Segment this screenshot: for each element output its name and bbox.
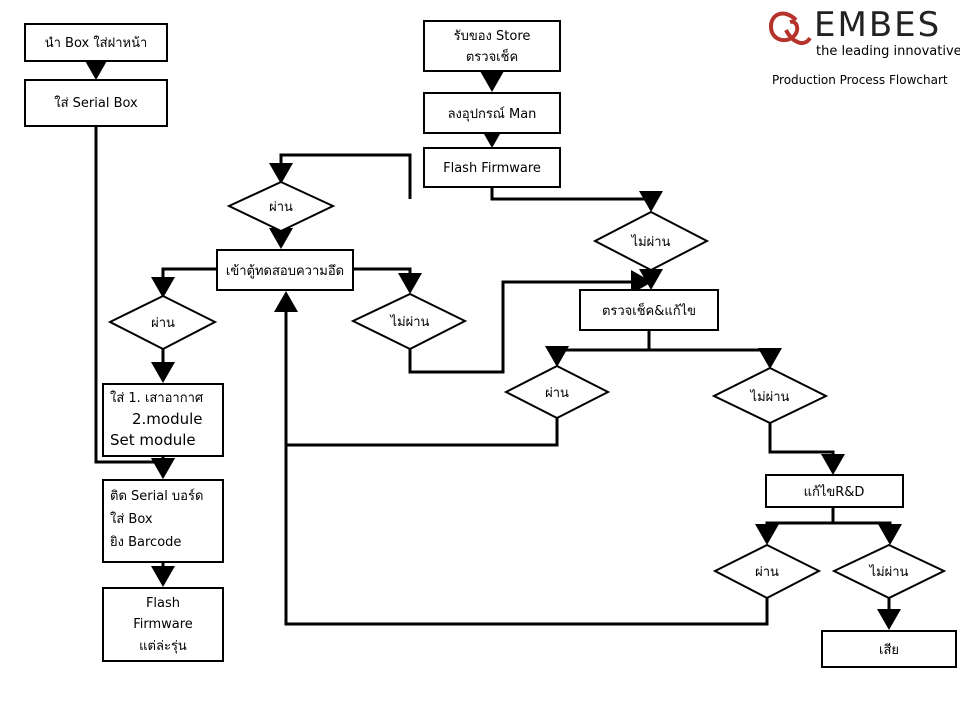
node-receive-store: รับของ Store ตรวจเช็ค — [423, 20, 561, 72]
edge-rndpass-loop — [284, 445, 769, 626]
node-broken-label: เสีย — [879, 642, 899, 658]
node-burn-in-label: เข้าตู้ทดสอบความอึด — [226, 264, 344, 279]
edge-rnd-fail — [833, 521, 902, 545]
node-pass-check-label: ผ่าน — [545, 386, 569, 401]
node-fail-top-right: ไม่ผ่าน — [592, 210, 710, 272]
node-install-line-1: ใส่ 1. เสาอากาศ — [110, 390, 204, 406]
node-pass-left-mid-label: ผ่าน — [151, 316, 175, 331]
node-flash-bottom: Flash Firmware แต่ล่ะรุ่น — [102, 587, 224, 662]
node-serial-board-line-2: ใส่ Box — [110, 511, 153, 527]
edge-check-fail — [649, 348, 782, 369]
node-pass-left-top: ผ่าน — [226, 180, 336, 233]
node-mount-equipment: ลงอุปกรณ์ Man — [423, 92, 561, 134]
node-pass-rnd: ผ่าน — [712, 543, 822, 600]
node-receive-store-line-2: ตรวจเช็ค — [466, 47, 518, 65]
edge-flash-fail — [490, 187, 663, 212]
node-insert-box-label: นำ Box ใส่ฝาหน้า — [45, 35, 148, 51]
node-rnd-fix: แก้ไขR&D — [765, 474, 904, 508]
edge-fail-rnd — [768, 423, 845, 475]
node-serial-board-line-1: ติด Serial บอร์ด — [110, 488, 203, 504]
node-flash-top-label: Flash Firmware — [443, 161, 541, 176]
edge-rnd-pass — [755, 507, 835, 545]
embes-logo: EMBES the leading innovative — [769, 5, 960, 59]
node-pass-left-top-label: ผ่าน — [269, 200, 293, 215]
edges — [84, 59, 902, 630]
node-receive-store-line-1: รับของ Store — [454, 29, 531, 44]
edge-burnin-pass — [151, 267, 216, 298]
node-check-fix: ตรวจเช็ค&แก้ไข — [579, 289, 719, 331]
edge-pass-burnin-loop — [274, 291, 559, 447]
edge-burnin-fail — [353, 267, 422, 294]
node-pass-left-mid: ผ่าน — [107, 294, 218, 351]
logo-brand: EMBES — [814, 5, 941, 45]
node-flash-top: Flash Firmware — [423, 147, 561, 188]
node-check-fix-label: ตรวจเช็ค&แก้ไข — [602, 301, 696, 319]
node-fail-check-label: ไม่ผ่าน — [750, 389, 790, 405]
node-serial-box: ใส่ Serial Box — [24, 79, 168, 127]
node-install-line-3: Set module — [110, 431, 196, 449]
node-burn-in: เข้าตู้ทดสอบความอึด — [216, 249, 354, 291]
logo-mark-icon — [769, 11, 812, 46]
node-fail-rnd: ไม่ผ่าน — [831, 543, 947, 600]
node-fail-mid: ไม่ผ่าน — [350, 292, 468, 351]
edge-fail-check-loop — [408, 270, 652, 374]
node-mount-equipment-label: ลงอุปกรณ์ Man — [448, 106, 537, 122]
flowchart-caption: Production Process Flowchart — [772, 73, 948, 87]
node-serial-board: ติด Serial บอร์ด ใส่ Box ยิง Barcode — [102, 479, 224, 563]
logo-tagline: the leading innovative — [816, 44, 960, 59]
node-broken: เสีย — [821, 630, 957, 668]
node-fail-rnd-label: ไม่ผ่าน — [869, 564, 909, 580]
node-insert-box: นำ Box ใส่ฝาหน้า — [24, 23, 168, 62]
node-serial-board-line-3: ยิง Barcode — [110, 535, 182, 550]
node-serial-box-label: ใส่ Serial Box — [54, 95, 138, 111]
node-pass-check: ผ่าน — [503, 364, 611, 420]
node-flash-bottom-line-2: Firmware — [133, 617, 193, 632]
node-fail-check: ไม่ผ่าน — [711, 366, 829, 425]
node-flash-bottom-line-3: แต่ล่ะรุ่น — [139, 639, 187, 654]
edge-flash-pass — [269, 153, 412, 199]
node-flash-bottom-line-1: Flash — [146, 596, 180, 611]
node-rnd-fix-label: แก้ไขR&D — [804, 484, 865, 500]
node-fail-mid-label: ไม่ผ่าน — [390, 314, 430, 330]
node-fail-top-right-label: ไม่ผ่าน — [631, 234, 671, 250]
node-install-line-2: 2.module — [132, 410, 203, 428]
edge-check-pass — [545, 330, 651, 367]
node-pass-rnd-label: ผ่าน — [755, 565, 779, 580]
node-install-parts: ใส่ 1. เสาอากาศ 2.module Set module — [102, 383, 224, 457]
